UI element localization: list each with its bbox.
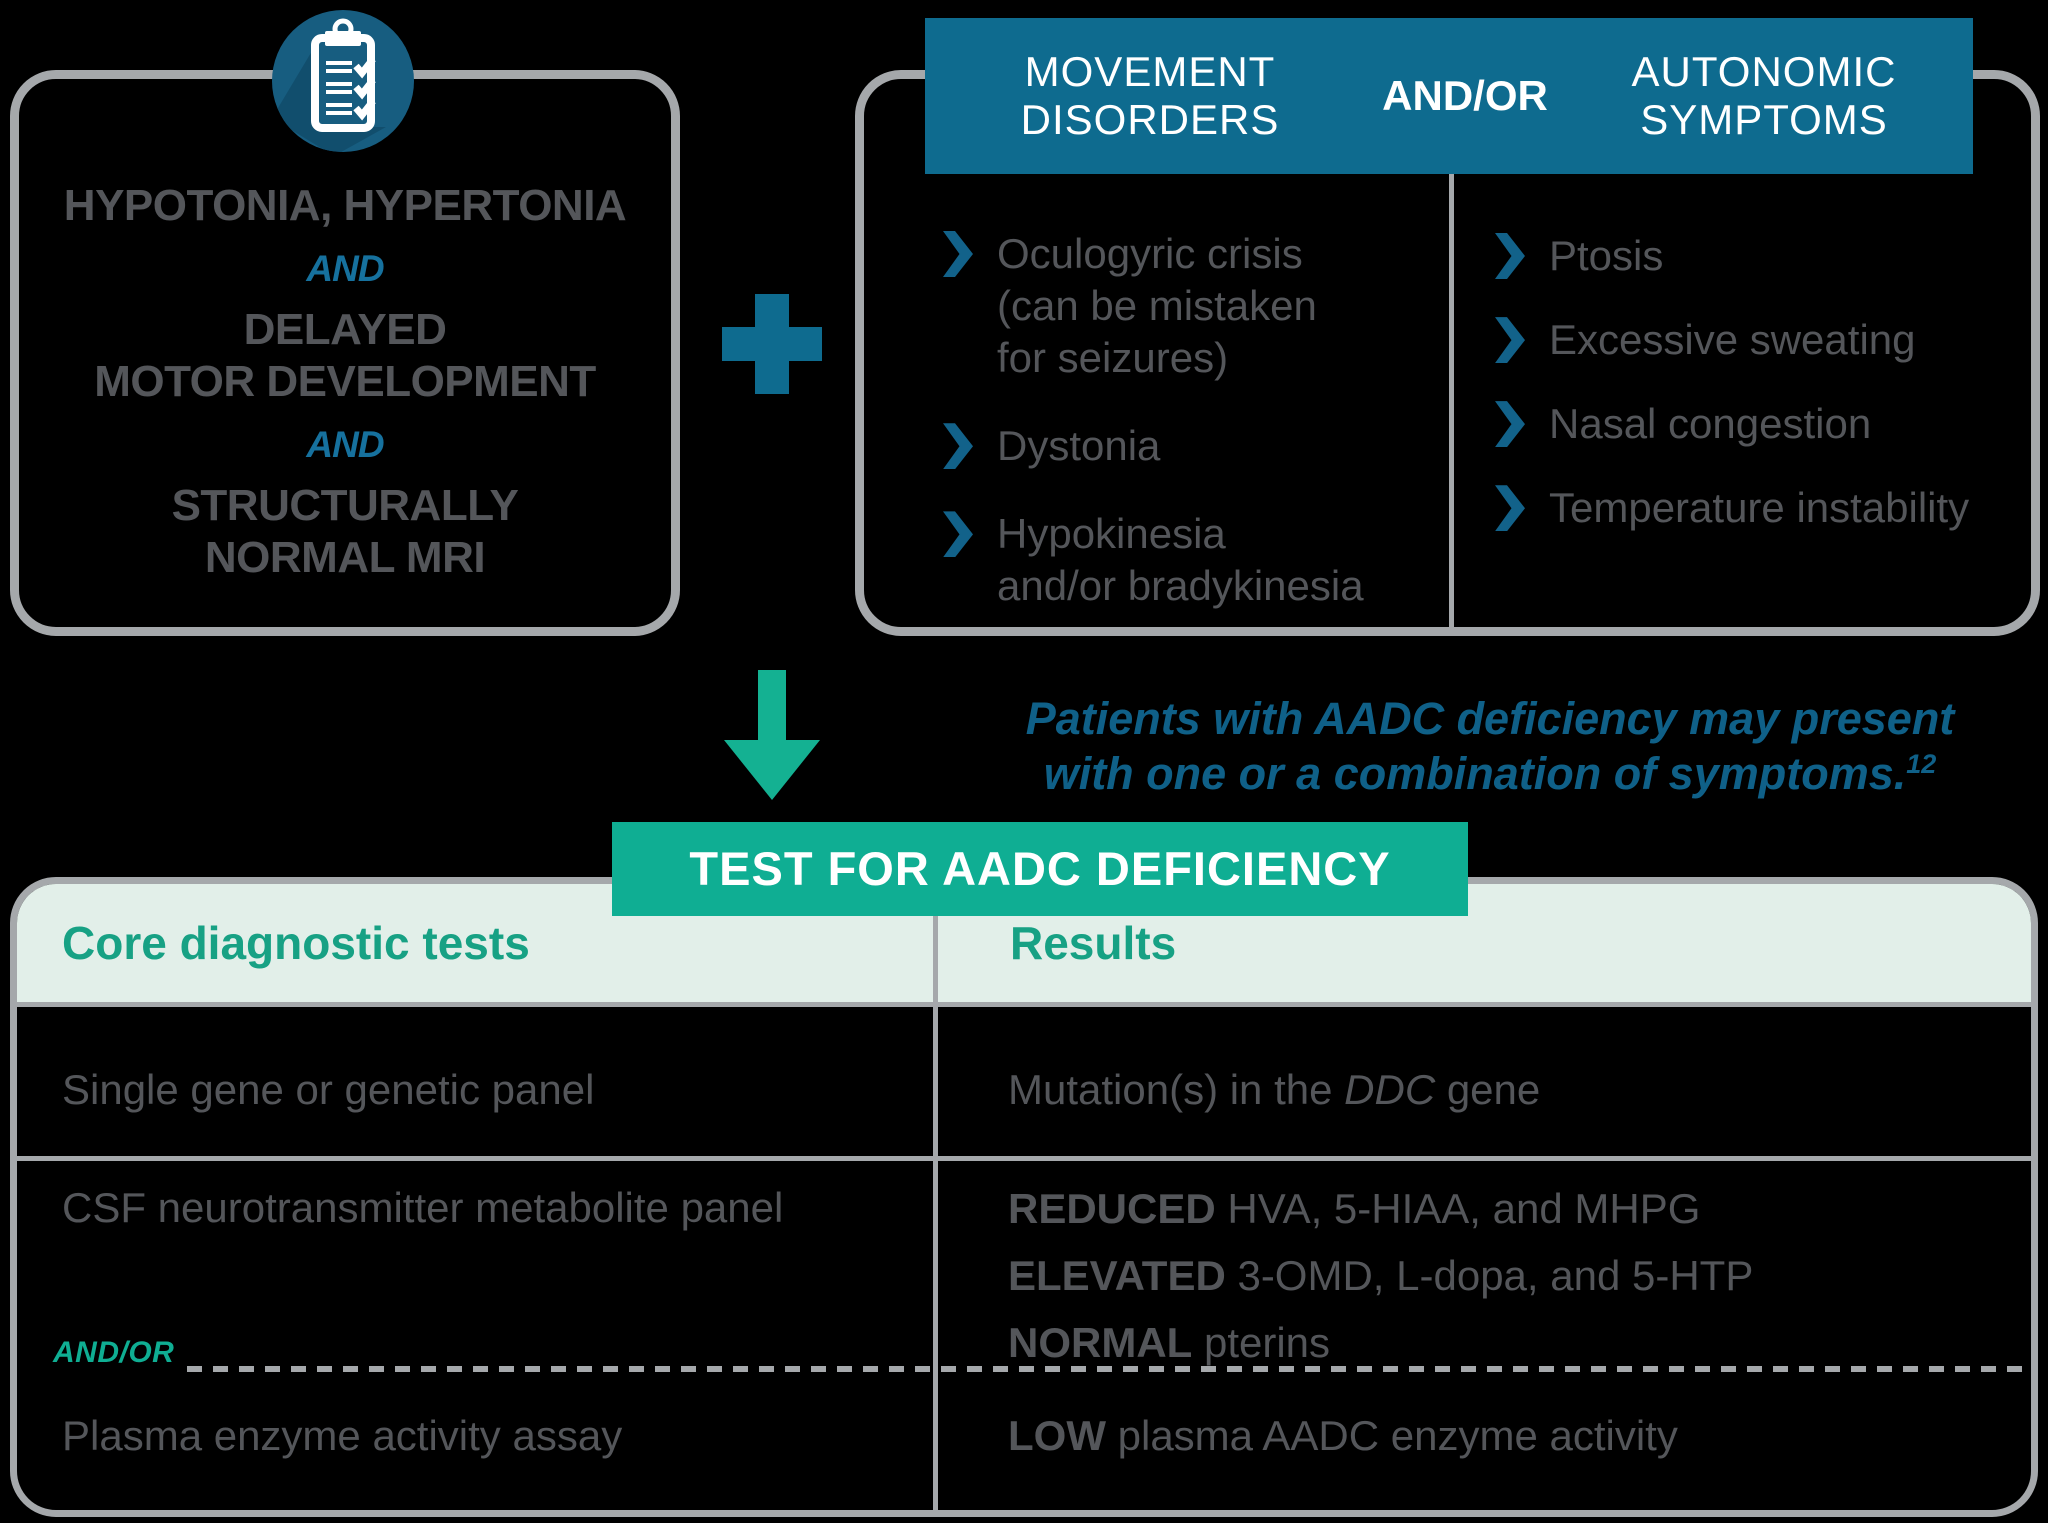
result-line: NORMAL pterins (1008, 1310, 1753, 1377)
movement-disorders-list: Oculogyric crisis (can be mistaken for s… (943, 228, 1413, 612)
chevron-bullet-icon (943, 423, 973, 470)
list-item: Excessive sweating (1495, 314, 2015, 366)
list-item-label: Nasal congestion (1549, 400, 1872, 448)
autonomic-symptoms-list: Ptosis Excessive sweating Nasal congesti… (1495, 230, 2015, 534)
result-rest: plasma AADC enzyme activity (1105, 1412, 1678, 1459)
row-plasma-result: LOW plasma AADC enzyme activity (1008, 1412, 1678, 1460)
chevron-bullet-icon (1495, 485, 1525, 532)
table-row-divider (17, 1156, 2031, 1161)
statement-text: Patients with AADC deficiency may presen… (1000, 692, 1980, 802)
column-header-results: Results (1010, 917, 1177, 969)
result-lead: LOW (1008, 1412, 1106, 1459)
plus-icon (722, 294, 822, 394)
autonomic-symptoms-label: AUTONOMIC SYMPTOMS (1631, 47, 1897, 143)
movement-disorders-label: MOVEMENT DISORDERS (1020, 47, 1280, 143)
symptoms-header-bar: MOVEMENT DISORDERS AND/OR AUTONOMIC SYMP… (925, 18, 1973, 174)
chevron-bullet-icon (1495, 233, 1525, 279)
list-item: Temperature instability (1495, 482, 2015, 534)
table-row-divider (17, 1002, 2031, 1007)
result-rest: pterins (1192, 1318, 1331, 1366)
list-item: Nasal congestion (1495, 398, 2015, 450)
list-item-label: Dystonia (997, 422, 1161, 470)
statement-line-2: with one or a combination of symptoms. (1043, 747, 1907, 799)
list-item-label: Ptosis (1549, 232, 1664, 279)
result-rest: HVA, 5-HIAA, and MHPG (1215, 1185, 1701, 1232)
list-item: Hypokinesia and/or bradykinesia (943, 508, 1413, 612)
chevron-bullet-icon (1495, 401, 1525, 448)
row-gene-result: Mutation(s) in the DDC gene (1008, 1066, 1540, 1114)
statement-line-1: Patients with AADC deficiency may presen… (1025, 693, 1955, 744)
row-csf-test: CSF neurotransmitter metabolite panel (62, 1184, 784, 1231)
criteria-line-2: DELAYED MOTOR DEVELOPMENT (94, 304, 596, 406)
statement-superscript: 12 (1906, 748, 1937, 779)
row-plasma-test: Plasma enzyme activity assay (62, 1412, 623, 1459)
result-line: ELEVATED 3-OMD, L-dopa, and 5-HTP (1008, 1243, 1753, 1310)
result-rest: 3-OMD, L-dopa, and 5-HTP (1225, 1251, 1754, 1299)
andor-header-label: AND/OR (1382, 71, 1548, 119)
criteria-line-1: HYPOTONIA, HYPERTONIA (63, 181, 627, 230)
gene-result-suffix: gene (1435, 1066, 1541, 1113)
dashed-divider (187, 1366, 2031, 1372)
criteria-text-block: HYPOTONIA, HYPERTONIA AND DELAYED MOTOR … (10, 180, 680, 584)
diagnostic-table: Core diagnostic tests Results Single gen… (10, 877, 2038, 1517)
clipboard-icon (268, 6, 418, 156)
result-lead: NORMAL (1008, 1318, 1193, 1366)
symptoms-column-divider (1449, 174, 1454, 627)
down-arrow-icon (724, 670, 820, 802)
gene-name-italic: DDC (1344, 1066, 1436, 1113)
result-lead: REDUCED (1008, 1185, 1216, 1232)
list-item-label: Temperature instability (1549, 484, 1970, 532)
table-andor-label: AND/OR (53, 1336, 175, 1369)
criteria-line-3: STRUCTURALLY NORMAL MRI (171, 480, 519, 582)
chevron-bullet-icon (943, 511, 973, 558)
criteria-and-2: AND (306, 423, 384, 465)
row-gene-test: Single gene or genetic panel (62, 1066, 595, 1113)
chevron-bullet-icon (943, 231, 973, 277)
gene-result-prefix: Mutation(s) in the (1008, 1066, 1345, 1113)
table-column-divider (933, 884, 938, 1510)
list-item: Ptosis (1495, 230, 2015, 282)
list-item: Oculogyric crisis (can be mistaken for s… (943, 228, 1413, 384)
column-header-core-tests: Core diagnostic tests (62, 917, 530, 969)
criteria-and-1: AND (306, 247, 384, 289)
list-item-label: Hypokinesia and/or bradykinesia (997, 510, 1364, 610)
result-lead: ELEVATED (1008, 1251, 1226, 1299)
list-item-label: Oculogyric crisis (can be mistaken for s… (997, 230, 1317, 382)
chevron-bullet-icon (1495, 317, 1525, 364)
test-banner: TEST FOR AADC DEFICIENCY (612, 822, 1468, 916)
list-item-label: Excessive sweating (1549, 316, 1916, 364)
result-line: REDUCED HVA, 5-HIAA, and MHPG (1008, 1176, 1753, 1243)
row-csf-results: REDUCED HVA, 5-HIAA, and MHPG ELEVATED 3… (1008, 1176, 1753, 1376)
list-item: Dystonia (943, 420, 1413, 472)
